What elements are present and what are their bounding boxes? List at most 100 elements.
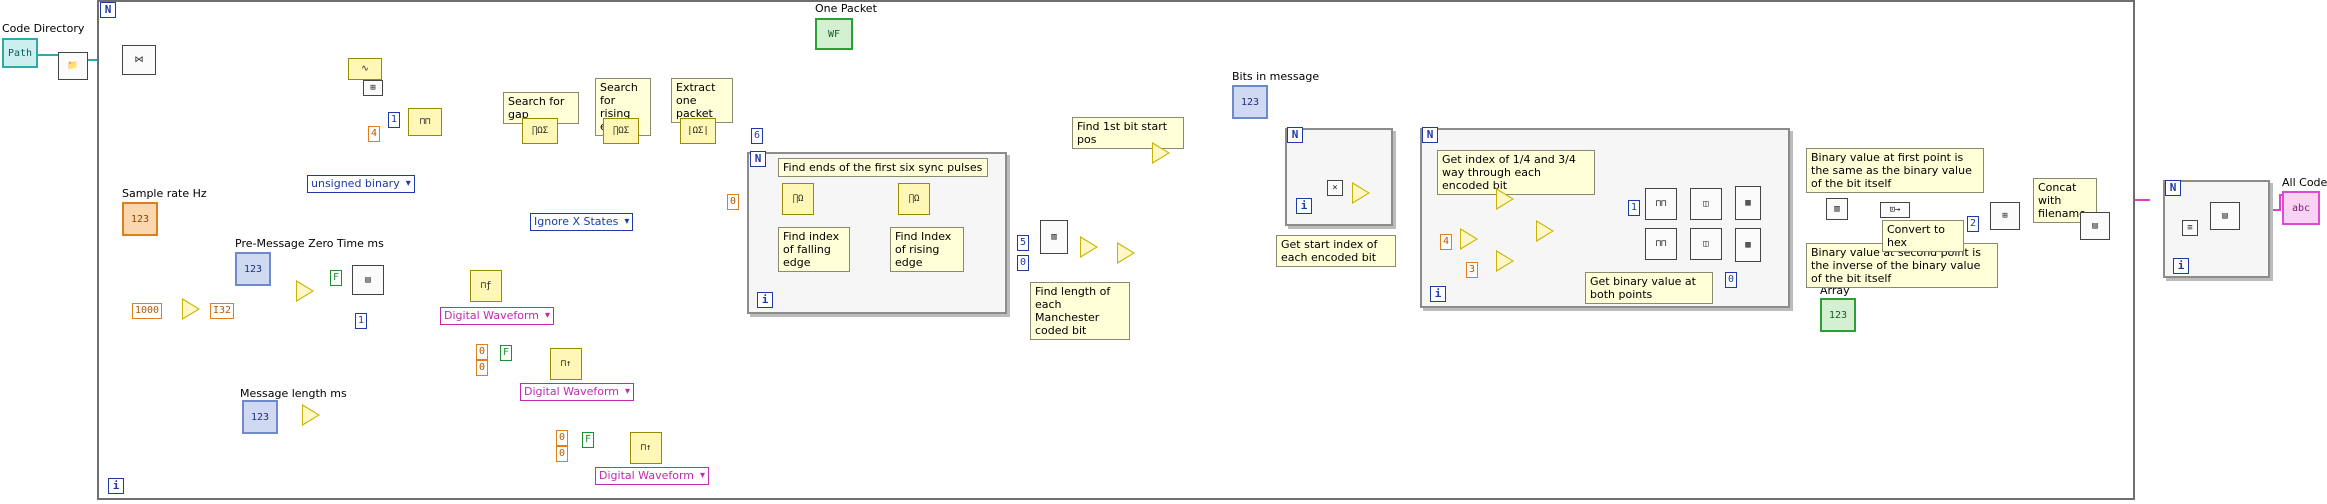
bool-index-node-2[interactable]: ◫ bbox=[1690, 228, 1722, 260]
one-packet-indicator: WF bbox=[815, 18, 853, 50]
note-find-length: Find length of each Manchester coded bit bbox=[1030, 282, 1130, 340]
waveform-build-node-2[interactable]: ⊓↑ bbox=[550, 348, 582, 380]
code-directory-control[interactable]: Path bbox=[2, 38, 38, 68]
note-start-index: Get start index of each encoded bit bbox=[1276, 235, 1396, 267]
pre-message-zero-label: Pre-Message Zero Time ms bbox=[235, 237, 384, 250]
search-rising-node[interactable]: ∏ΩΣ bbox=[603, 118, 639, 144]
multiply-triangle-node-2[interactable] bbox=[302, 404, 320, 426]
i32-conversion-node[interactable]: I32 bbox=[210, 303, 234, 319]
note-index-14-34: Get index of 1/4 and 3/4 way through eac… bbox=[1437, 150, 1595, 195]
subtract-triangle-node-2[interactable] bbox=[1152, 142, 1170, 164]
const-3-constant[interactable]: 3 bbox=[1466, 262, 1478, 278]
digital-waveform-enum-1[interactable]: Digital Waveform bbox=[440, 307, 554, 325]
outer-loop-count-terminal[interactable]: N bbox=[100, 2, 116, 18]
bool-f-c-constant[interactable]: F bbox=[582, 432, 594, 448]
message-length-label: Message length ms bbox=[240, 387, 347, 400]
add-triangle-node-3[interactable] bbox=[1536, 220, 1554, 242]
const-1-b-constant[interactable]: 1 bbox=[1628, 200, 1640, 216]
sample-rate-control[interactable]: 123 bbox=[122, 202, 158, 236]
read-waveform-node[interactable]: ∿ bbox=[348, 58, 382, 80]
binary-loop-iteration-terminal: i bbox=[1430, 286, 1446, 302]
start-loop-count-terminal[interactable]: N bbox=[1287, 127, 1303, 143]
concat-inner-node[interactable]: ▤ bbox=[2210, 202, 2240, 230]
note-convert-hex: Convert to hex bbox=[1882, 220, 1964, 252]
const-4-b-constant[interactable]: 4 bbox=[1440, 234, 1452, 250]
code-directory-label: Code Directory bbox=[2, 22, 84, 35]
bool-array-node-1[interactable]: ⊓⊓ bbox=[1645, 188, 1677, 220]
const-0-d-constant[interactable]: 0 bbox=[476, 344, 488, 360]
bool-f-constant[interactable]: F bbox=[330, 270, 342, 286]
bool-array-node-2[interactable]: ⊓⊓ bbox=[1645, 228, 1677, 260]
start-loop-iteration-terminal: i bbox=[1296, 198, 1312, 214]
bool-to-number-node[interactable]: ▥ bbox=[1826, 198, 1848, 220]
one-packet-label: One Packet bbox=[815, 2, 877, 15]
concat-loop-count-terminal[interactable]: N bbox=[2165, 180, 2181, 196]
array-subset-node[interactable]: ▥ bbox=[1040, 220, 1068, 254]
sync-loop-count-terminal[interactable]: N bbox=[750, 151, 766, 167]
sync-loop-iteration-terminal: i bbox=[757, 292, 773, 308]
find-falling-node[interactable]: ∏Ω bbox=[782, 183, 814, 215]
bits-in-message-label: Bits in message bbox=[1232, 70, 1319, 83]
search-gap-node[interactable]: ∏ΩΣ bbox=[522, 118, 558, 144]
const-0-g-constant[interactable]: 0 bbox=[556, 446, 568, 462]
subtract-triangle-node[interactable] bbox=[1080, 236, 1098, 258]
index-array-node-2[interactable]: ▦ bbox=[1735, 186, 1761, 220]
const-5-constant[interactable]: 5 bbox=[1017, 235, 1029, 251]
const-4-constant[interactable]: 4 bbox=[368, 126, 380, 142]
index-array-node-3[interactable]: ▦ bbox=[1735, 228, 1761, 262]
bits-in-message-control[interactable]: 123 bbox=[1232, 85, 1268, 119]
multiply-triangle-node[interactable] bbox=[296, 280, 314, 302]
list-folder-node[interactable]: 📁 bbox=[58, 52, 88, 80]
divide-triangle-node[interactable] bbox=[182, 298, 200, 320]
note-find-rising-edge: Find Index of rising edge bbox=[890, 227, 964, 272]
unsigned-binary-enum[interactable]: unsigned binary bbox=[307, 175, 415, 193]
sample-rate-1000-constant[interactable]: 1000 bbox=[132, 303, 162, 319]
outer-loop-iteration-terminal: i bbox=[108, 478, 124, 494]
bool-f-b-constant[interactable]: F bbox=[500, 345, 512, 361]
pre-message-zero-control[interactable]: 123 bbox=[235, 252, 271, 286]
multiply-node[interactable]: × bbox=[1327, 180, 1343, 196]
digital-waveform-enum-3[interactable]: Digital Waveform bbox=[595, 467, 709, 485]
digital-threshold-node[interactable]: ⊓⊓ bbox=[408, 108, 442, 136]
find-rising-node[interactable]: ∏Ω bbox=[898, 183, 930, 215]
transpose-node[interactable]: ≡ bbox=[2182, 220, 2198, 236]
note-find-falling-edge: Find index of falling edge bbox=[778, 227, 850, 272]
add-triangle-node[interactable] bbox=[1352, 182, 1370, 204]
number-to-hex-node[interactable]: ⊡→ bbox=[1880, 202, 1910, 218]
open-file-node[interactable]: ⊞ bbox=[363, 80, 383, 96]
waveform-build-node-1[interactable]: ⊓ƒ bbox=[470, 270, 502, 302]
binary-loop-count-terminal[interactable]: N bbox=[1422, 127, 1438, 143]
const-1-constant[interactable]: 1 bbox=[388, 112, 400, 128]
divide-triangle-node-2[interactable] bbox=[1117, 242, 1135, 264]
build-path-node[interactable]: ⋈ bbox=[122, 45, 156, 75]
extract-packet-node[interactable]: |ΩΣ| bbox=[680, 118, 716, 144]
waveform-build-node-3[interactable]: ⊓↑ bbox=[630, 432, 662, 464]
array-to-string-node[interactable]: ⊞ bbox=[1990, 202, 2020, 230]
array-indicator: 123 bbox=[1820, 298, 1856, 332]
index-array-node[interactable]: ▤ bbox=[352, 265, 384, 295]
note-binary-first: Binary value at first point is the same … bbox=[1806, 148, 1984, 193]
const-0-c-constant[interactable]: 0 bbox=[1725, 272, 1737, 288]
const-2-constant[interactable]: 2 bbox=[1967, 216, 1979, 232]
note-binary-both: Get binary value at both points bbox=[1585, 272, 1713, 304]
all-codes-indicator: abc bbox=[2282, 191, 2320, 225]
const-0-f-constant[interactable]: 0 bbox=[556, 430, 568, 446]
ignore-x-states-enum[interactable]: Ignore X States bbox=[530, 213, 633, 231]
add-triangle-node-2[interactable] bbox=[1496, 188, 1514, 210]
concat-node[interactable]: ▤ bbox=[2080, 212, 2110, 240]
bool-index-node-1[interactable]: ◫ bbox=[1690, 188, 1722, 220]
multiply-triangle-node-3[interactable] bbox=[1460, 228, 1478, 250]
const-0-b-constant[interactable]: 0 bbox=[1017, 255, 1029, 271]
digital-waveform-enum-2[interactable]: Digital Waveform bbox=[520, 383, 634, 401]
concat-loop-iteration-terminal: i bbox=[2173, 258, 2189, 274]
const-1-c-constant[interactable]: 1 bbox=[355, 313, 367, 329]
const-0-constant[interactable]: 0 bbox=[727, 194, 739, 210]
message-length-control[interactable]: 123 bbox=[242, 400, 278, 434]
all-codes-label: All Codes bbox=[2282, 176, 2327, 189]
sample-rate-label: Sample rate Hz bbox=[122, 187, 207, 200]
const-6-constant[interactable]: 6 bbox=[751, 128, 763, 144]
note-extract-one-packet: Extract one packet bbox=[671, 78, 733, 123]
note-find-ends-sync: Find ends of the first six sync pulses bbox=[778, 158, 988, 177]
multiply-triangle-node-4[interactable] bbox=[1496, 250, 1514, 272]
const-0-e-constant[interactable]: 0 bbox=[476, 360, 488, 376]
